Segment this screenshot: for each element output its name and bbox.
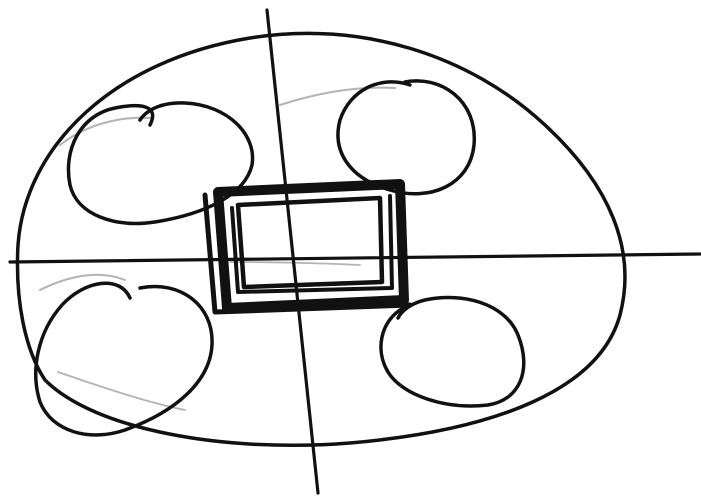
loop-top-left: [68, 103, 252, 224]
outer-ellipse: [17, 33, 624, 445]
faint-guideline: [280, 88, 395, 105]
loop-top-right: [338, 81, 474, 194]
center-rectangle: [205, 184, 410, 312]
loop-bottom-right: [381, 297, 524, 405]
center-rectangle-inner-trace: [232, 196, 392, 292]
vertical-axis: [267, 10, 318, 493]
horizontal-axis: [10, 254, 700, 262]
loop-bottom-left: [36, 283, 212, 435]
center-rectangle-inner-stroke: [238, 198, 382, 287]
